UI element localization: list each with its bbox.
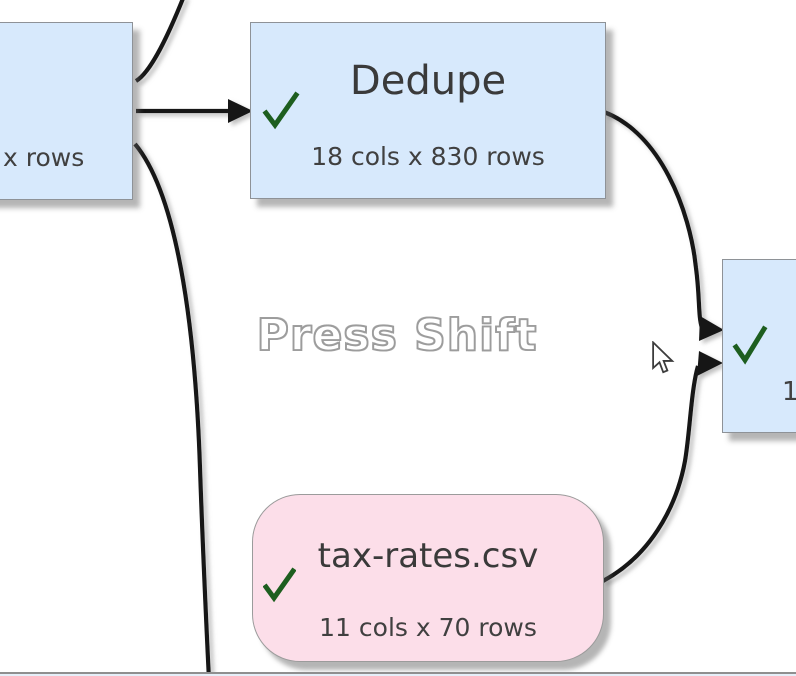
node-dimensions-label: 11 cols x 70 rows <box>319 613 537 642</box>
transform-node-left-partial[interactable]: x rows <box>0 22 133 200</box>
node-title: Dedupe <box>349 58 507 104</box>
edge-left-to-offscreen-bottom[interactable] <box>133 142 211 676</box>
node-title: tax-rates.csv <box>317 536 539 576</box>
node-dimensions-label: x rows <box>3 143 85 172</box>
tax-rates-csv-node[interactable]: tax-rates.csv 11 cols x 70 rows <box>252 494 604 662</box>
edge-dedupe-to-right[interactable] <box>603 110 705 329</box>
window-edge-strip <box>0 674 796 676</box>
edge-left-to-offscreen-top[interactable] <box>134 0 185 83</box>
press-shift-watermark: Press Shift <box>256 309 538 362</box>
arrowhead-lower-into-right-node <box>697 351 723 376</box>
transform-node-right-partial[interactable]: 1 <box>722 259 796 433</box>
arrowhead-into-dedupe <box>228 99 253 123</box>
arrowhead-upper-into-right-node <box>699 316 724 341</box>
mouse-cursor-icon <box>651 340 676 377</box>
edge-tax-to-right[interactable] <box>602 365 701 583</box>
canvas-bottom-border <box>0 672 796 674</box>
node-dimensions-label: 18 cols x 830 rows <box>311 142 545 171</box>
checkmark-icon <box>262 567 297 603</box>
node-dimensions-label: 1 <box>782 377 796 407</box>
dedupe-node[interactable]: Dedupe 18 cols x 830 rows <box>250 22 606 199</box>
checkmark-icon <box>732 324 768 366</box>
checkmark-icon <box>262 91 300 131</box>
